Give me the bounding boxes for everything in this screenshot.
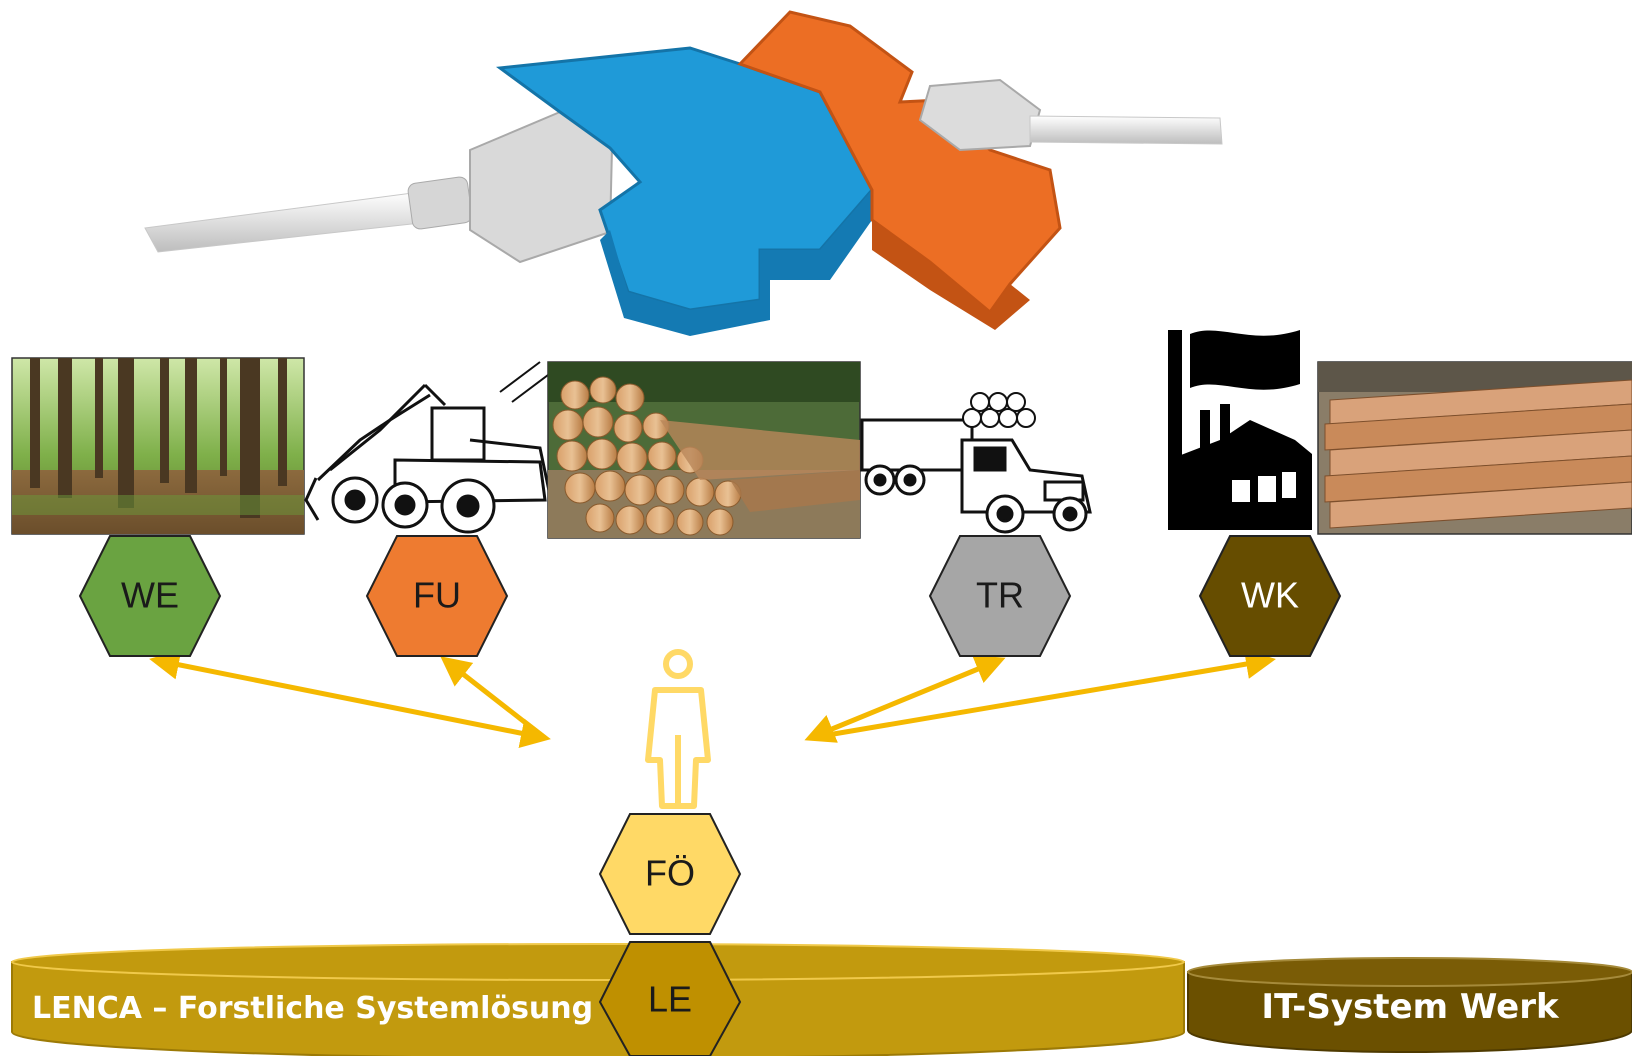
platform-it-system-label: IT-System Werk: [1261, 987, 1560, 1027]
hex-le: LE: [598, 941, 742, 1056]
hex-fu-label: FU: [413, 575, 461, 616]
hex-we: WE: [78, 535, 222, 657]
arrow-foe-tr: [804, 655, 1006, 743]
arrow-foe-we: [149, 649, 551, 749]
platform-lenca-label: LENCA – Forstliche Systemlösung: [32, 991, 593, 1026]
factory-icon: [1168, 330, 1312, 530]
hex-tr-label: TR: [976, 575, 1024, 616]
platform-lenca: LENCA – Forstliche Systemlösung: [11, 943, 1185, 1056]
sawn-lumber-photo: [1317, 361, 1632, 535]
forest-photo: [11, 357, 305, 535]
logging-truck-icon: [860, 392, 1092, 534]
hex-wk: WK: [1198, 535, 1342, 657]
hex-foe-label: FÖ: [645, 853, 695, 894]
connector-arrows: [149, 649, 1276, 749]
hex-we-label: WE: [121, 575, 179, 616]
hex-tr: TR: [928, 535, 1072, 657]
log-pile-photo: [547, 361, 861, 539]
person-icon: [645, 649, 711, 809]
hex-wk-label: WK: [1241, 575, 1299, 616]
puzzle-pieces-connector-icon: [144, 10, 1223, 336]
arrow-foe-wk: [809, 649, 1276, 741]
hex-le-label: LE: [648, 979, 692, 1020]
hex-fu: FU: [365, 535, 509, 657]
platform-it-system: IT-System Werk: [1187, 957, 1632, 1053]
hex-foe: FÖ: [598, 813, 742, 935]
harvester-machine-icon: [304, 361, 554, 534]
arrow-foe-fu: [440, 656, 547, 740]
